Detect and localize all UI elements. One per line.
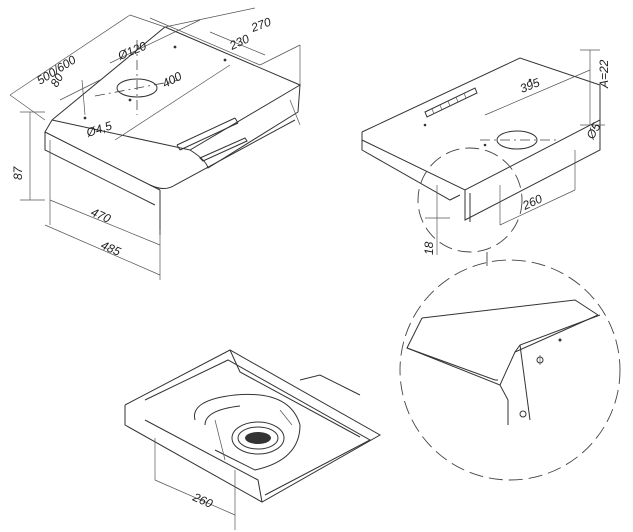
dim-260-rear: 260 [519,191,544,213]
dim-470: 470 [89,205,113,226]
dim-dia-120: Ø120 [115,39,149,63]
duct-opening [116,78,158,98]
dim-400: 400 [160,69,185,91]
fan-housing [194,393,301,471]
hood-underside-view: 260 [124,349,382,530]
rear-duct-opening [496,130,538,150]
dim-dia-4-5: Ø4,5 [84,118,114,140]
vent-slots [176,117,239,151]
dim-395: 395 [518,75,542,96]
dim-87: 87 [11,165,25,180]
detail-circle-small [417,147,523,253]
dim-18: 18 [422,241,436,255]
dim-230: 230 [226,31,251,53]
detail-magnified-view [399,259,621,481]
dim-485: 485 [99,238,123,259]
rear-vent-slots [424,87,478,118]
dim-80: 80 [47,71,66,90]
dim-a-22: A=22 [597,59,611,89]
hood-top-view: 500/600 270 Ø120 230 80 400 Ø4,5 87 470 … [9,7,302,280]
hood-rear-view: 395 A=22 Ø5 260 18 [361,49,611,255]
dim-270: 270 [248,15,273,35]
dim-260-underside: 260 [190,490,215,511]
dim-dia-5: Ø5 [583,120,604,142]
detail-circle-large [399,259,621,481]
